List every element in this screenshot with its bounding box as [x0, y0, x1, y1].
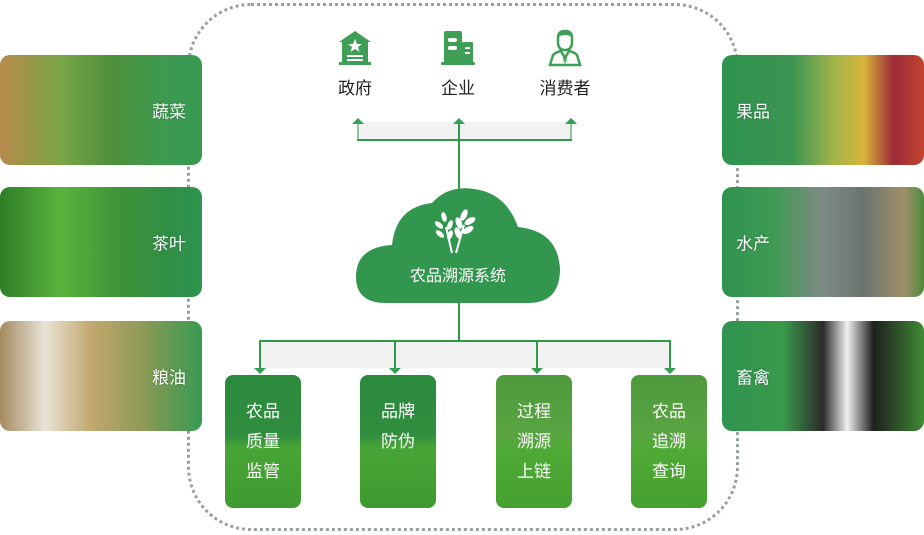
top-connector-band — [358, 122, 572, 140]
category-label: 粮油 — [152, 368, 186, 389]
arrow-up-icon — [453, 118, 465, 124]
connector-line — [259, 340, 261, 368]
category-label: 茶叶 — [152, 234, 186, 255]
category-tea: 茶叶 — [0, 187, 202, 297]
category-fruits: 果品 — [722, 55, 924, 165]
connector-line — [259, 340, 671, 342]
connector-line — [570, 124, 572, 140]
stakeholder-government: 政府 — [335, 28, 375, 99]
connector-line — [536, 340, 538, 368]
arrow-down-icon — [664, 368, 676, 374]
feature-text: 溯源 — [517, 432, 551, 452]
category-livestock: 畜禽 — [722, 321, 924, 431]
system-title: 农品溯源系统 — [409, 266, 506, 285]
category-label: 水产 — [736, 234, 770, 255]
feature-card-brand-anticounterfeit: 品牌 防伪 — [360, 375, 436, 508]
arrow-up-icon — [565, 118, 577, 124]
connector-line — [394, 340, 396, 368]
category-label: 果品 — [736, 102, 770, 123]
arrow-down-icon — [254, 368, 266, 374]
feature-text: 上链 — [517, 462, 551, 482]
enterprise-building-icon — [441, 31, 475, 65]
category-label: 畜禽 — [736, 368, 770, 389]
connector-line — [458, 303, 460, 341]
feature-card-quality-supervision: 农品 质量 监管 — [225, 375, 301, 508]
wheat-icon — [434, 209, 476, 254]
connector-line — [357, 124, 359, 140]
feature-text: 查询 — [652, 462, 686, 482]
category-grain-oil: 粮油 — [0, 321, 202, 431]
arrow-down-icon — [389, 368, 401, 374]
feature-text: 过程 — [517, 402, 551, 422]
category-label: 蔬菜 — [152, 102, 186, 123]
category-vegetables: 蔬菜 — [0, 55, 202, 165]
category-aquatic: 水产 — [722, 187, 924, 297]
feature-text: 农品 — [652, 402, 686, 422]
stakeholder-label: 政府 — [338, 79, 372, 99]
arrow-down-icon — [531, 368, 543, 374]
feature-text: 监管 — [246, 462, 280, 482]
connector-line — [458, 124, 460, 192]
stakeholder-label: 企业 — [441, 79, 475, 99]
center-cloud — [356, 188, 560, 303]
connector-line — [669, 340, 671, 368]
feature-text: 品牌 — [381, 402, 415, 422]
stakeholder-consumer: ¥ 消费者 — [537, 28, 593, 99]
svg-text:¥: ¥ — [562, 57, 568, 67]
connector-line — [357, 139, 572, 141]
feature-card-process-chain: 过程 溯源 上链 — [496, 375, 572, 508]
consumer-person-icon: ¥ — [548, 29, 582, 67]
bottom-connector-band — [261, 342, 671, 368]
arrow-up-icon — [352, 118, 364, 124]
feature-card-trace-query: 农品 追溯 查询 — [631, 375, 707, 508]
feature-text: 防伪 — [381, 432, 415, 452]
feature-text: 质量 — [246, 432, 280, 452]
government-building-icon — [339, 31, 371, 65]
feature-text: 农品 — [246, 402, 280, 422]
stakeholder-label: 消费者 — [539, 79, 591, 99]
feature-text: 追溯 — [652, 432, 686, 452]
stakeholder-enterprise: 企业 — [438, 28, 478, 99]
